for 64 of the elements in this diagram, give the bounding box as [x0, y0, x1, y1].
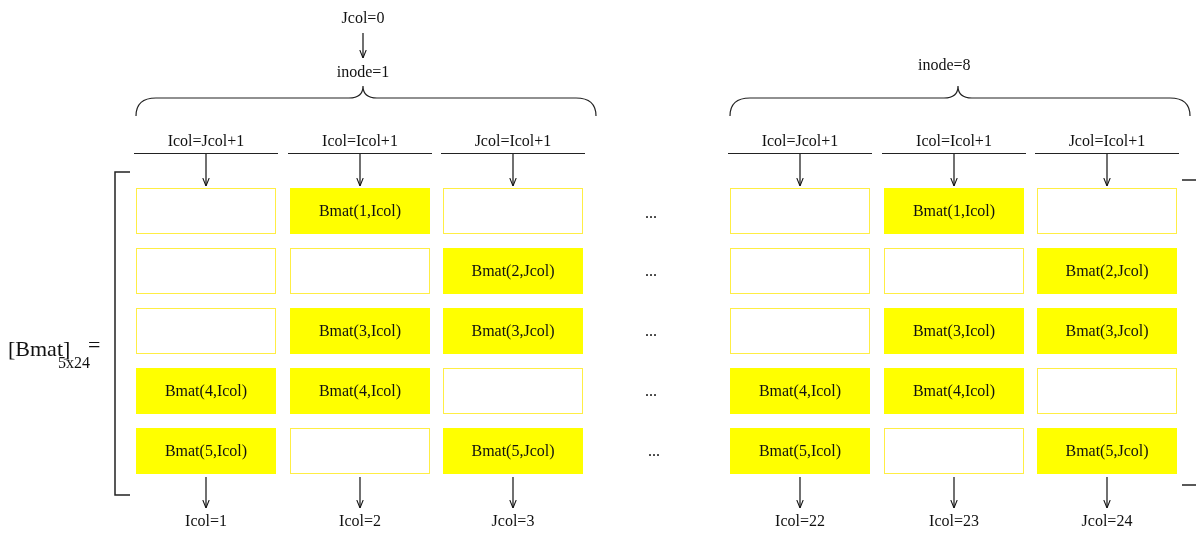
matrix-cell: Bmat(3,Jcol) [443, 308, 583, 354]
assignment-label: Icol=Jcol+1 [134, 128, 278, 154]
ellipsis: ... [645, 322, 657, 340]
arrow [950, 476, 958, 509]
assignment-label: Icol=Jcol+1 [728, 128, 872, 154]
empty-cell [290, 428, 430, 474]
arrow [359, 32, 367, 59]
matrix-cell: Bmat(3,Icol) [290, 308, 430, 354]
matrix-cell: Bmat(1,Icol) [290, 188, 430, 234]
empty-cell [730, 248, 870, 294]
matrix-cell: Bmat(5,Icol) [730, 428, 870, 474]
matrix-cell: Bmat(5,Jcol) [443, 428, 583, 474]
assignment-label: Jcol=Icol+1 [441, 128, 585, 154]
assignment-label: Icol=Icol+1 [288, 128, 432, 154]
arrow [509, 153, 517, 187]
empty-cell [1037, 188, 1177, 234]
arrow [950, 153, 958, 187]
assignment-label: Jcol=Icol+1 [1035, 128, 1179, 154]
empty-cell [290, 248, 430, 294]
matrix-cell: Bmat(2,Jcol) [1037, 248, 1177, 294]
matrix-cell: Bmat(4,Icol) [290, 368, 430, 414]
empty-cell [1037, 368, 1177, 414]
ellipsis: ... [645, 262, 657, 280]
ellipsis: ... [645, 204, 657, 222]
assignment-label: Jcol=0 [323, 6, 403, 30]
empty-cell [884, 248, 1024, 294]
matrix-cell: Bmat(5,Icol) [136, 428, 276, 474]
matrix-cell: Bmat(4,Icol) [730, 368, 870, 414]
empty-cell [884, 428, 1024, 474]
arrow [202, 153, 210, 187]
assignment-label: Icol=1 [156, 510, 256, 532]
empty-cell [136, 308, 276, 354]
empty-cell [443, 368, 583, 414]
matrix-cell: Bmat(4,Icol) [136, 368, 276, 414]
matrix-cell: Bmat(3,Jcol) [1037, 308, 1177, 354]
empty-cell [730, 188, 870, 234]
node-label: inode=8 [918, 56, 971, 74]
matrix-cell: Bmat(5,Jcol) [1037, 428, 1177, 474]
arrow [1103, 153, 1111, 187]
arrow [796, 476, 804, 509]
empty-cell [136, 188, 276, 234]
assignment-label: inode=1 [318, 60, 408, 84]
equals-sign: = [88, 332, 101, 357]
empty-cell [136, 248, 276, 294]
arrow [356, 153, 364, 187]
ellipsis: ... [645, 382, 657, 400]
arrow [356, 476, 364, 509]
assignment-label: Icol=23 [904, 510, 1004, 532]
matrix-cell: Bmat(3,Icol) [884, 308, 1024, 354]
arrow [796, 153, 804, 187]
empty-cell [443, 188, 583, 234]
assignment-label: Jcol=24 [1057, 510, 1157, 532]
matrix-cell: Bmat(4,Icol) [884, 368, 1024, 414]
matrix-cell: Bmat(2,Jcol) [443, 248, 583, 294]
empty-cell [730, 308, 870, 354]
assignment-label: Icol=2 [310, 510, 410, 532]
arrow [509, 476, 517, 509]
assignment-label: Icol=22 [750, 510, 850, 532]
arrow [1103, 476, 1111, 509]
ellipsis: ... [648, 442, 660, 460]
assignment-label: Icol=Icol+1 [882, 128, 1026, 154]
matrix-cell: Bmat(1,Icol) [884, 188, 1024, 234]
arrow [202, 476, 210, 509]
assignment-label: Jcol=3 [463, 510, 563, 532]
